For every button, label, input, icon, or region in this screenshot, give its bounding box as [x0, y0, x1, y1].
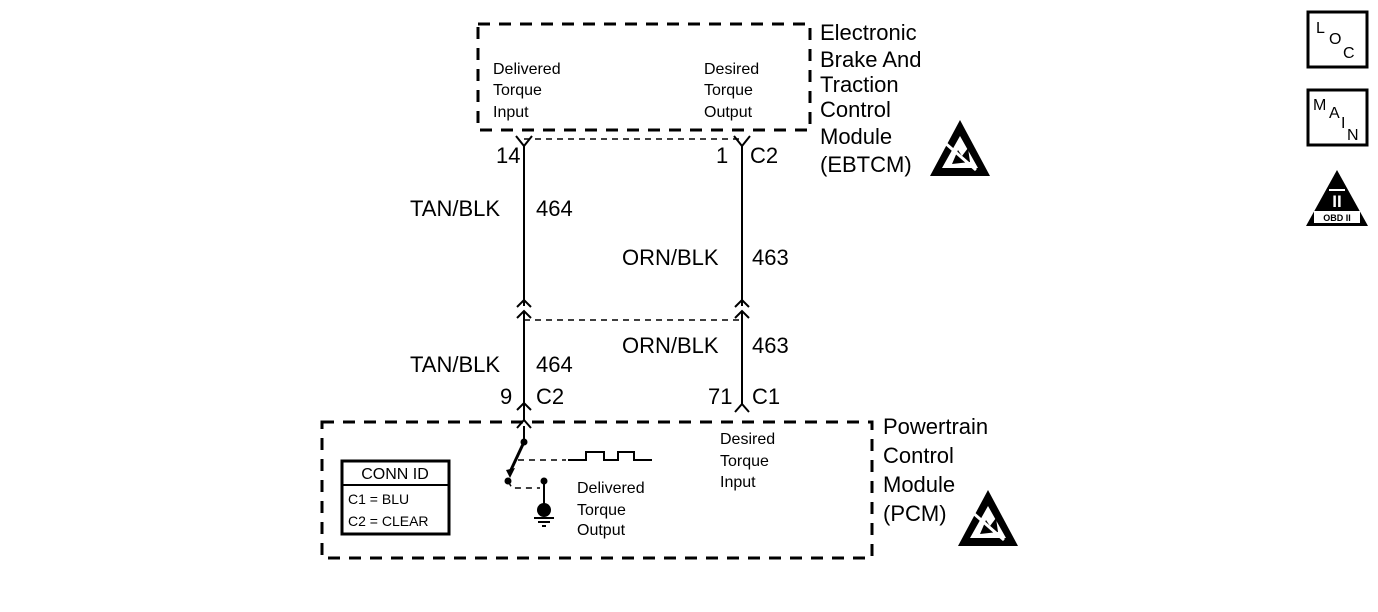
obd-ii-label: OBD II	[1323, 213, 1351, 223]
ebtcm-left-pin-label-1: Delivered	[493, 61, 561, 78]
pcm-output-label-1: Delivered	[577, 480, 645, 497]
conn-id-line-1: C1 = BLU	[348, 491, 409, 507]
ebtcm-left-pin-label-2: Torque	[493, 82, 542, 99]
ebtcm-name-line-4: Control	[820, 97, 891, 122]
ebtcm-right-pin-label-2: Torque	[704, 82, 753, 99]
pcm-pin-9: 9	[500, 384, 512, 409]
pcm-right-pin-label-1: Desired	[720, 431, 775, 448]
pcm-terminal-9	[516, 401, 532, 429]
main-letter-n: N	[1347, 127, 1359, 144]
wire-463-lower-circuit: 463	[752, 333, 789, 358]
obd-ii-icon[interactable]: II OBD II	[1306, 170, 1368, 226]
pcm-name-line-3: Module	[883, 472, 955, 497]
pcm-output-label-3: Output	[577, 522, 626, 539]
ebtcm-name-line-2: Brake And	[820, 47, 922, 72]
wire-464-lower-circuit: 464	[536, 352, 573, 377]
esd-warning-icon	[958, 490, 1018, 546]
loc-letter-l: L	[1316, 20, 1325, 37]
inline-connector-left	[516, 298, 532, 319]
pcm-pin-71-connector: C1	[752, 384, 780, 409]
pcm-pin-71: 71	[708, 384, 732, 409]
conn-id-title: CONN ID	[361, 466, 429, 483]
ebtcm-box	[476, 22, 812, 132]
switch-output	[504, 426, 566, 506]
loc-letter-c: C	[1343, 45, 1355, 62]
esd-warning-icon	[930, 120, 990, 176]
ebtcm-terminal-1	[733, 135, 751, 148]
ebtcm-name-line-6: (EBTCM)	[820, 152, 912, 177]
main-letter-i: I	[1341, 115, 1345, 132]
ebtcm-right-pin-label-1: Desired	[704, 61, 759, 78]
wire-463-upper-circuit: 463	[752, 245, 789, 270]
pcm-right-pin-label-2: Torque	[720, 453, 769, 470]
pcm-output-label-2: Torque	[577, 502, 626, 519]
pcm-box	[320, 420, 874, 560]
ebtcm-connector-label: C2	[750, 143, 778, 168]
ebtcm-name-line-1: Electronic	[820, 20, 917, 45]
main-letter-a: A	[1329, 105, 1340, 122]
main-icon[interactable]: M A I N	[1306, 88, 1369, 147]
ebtcm-name-line-3: Traction	[820, 72, 899, 97]
pcm-terminal-71	[734, 402, 750, 413]
wire-464-upper-color: TAN/BLK	[410, 196, 500, 221]
ground-icon	[534, 503, 554, 527]
inline-connector-right	[734, 298, 750, 319]
pcm-name-line-4: (PCM)	[883, 501, 947, 526]
wire-463-upper-color: ORN/BLK	[622, 245, 719, 270]
pcm-pin-9-connector: C2	[536, 384, 564, 409]
pcm-name-line-2: Control	[883, 443, 954, 468]
main-letter-m: M	[1313, 97, 1326, 114]
pcm-right-pin-label-3: Input	[720, 474, 756, 491]
wire-464-upper-circuit: 464	[536, 196, 573, 221]
loc-icon[interactable]: L O C	[1306, 10, 1369, 69]
pulse-signal-icon	[568, 451, 652, 461]
loc-letter-o: O	[1329, 31, 1341, 48]
conn-id-line-2: C2 = CLEAR	[348, 513, 429, 529]
pcm-name-line-1: Powertrain	[883, 414, 988, 439]
wire-464-lower-color: TAN/BLK	[410, 352, 500, 377]
obd-ii-symbol: II	[1332, 192, 1341, 211]
ebtcm-left-pin-label-3: Input	[493, 104, 529, 121]
ebtcm-name-line-5: Module	[820, 124, 892, 149]
conn-id-box	[340, 459, 451, 536]
ebtcm-pin-14: 14	[496, 143, 520, 168]
ebtcm-right-pin-label-3: Output	[704, 104, 753, 121]
ebtcm-pin-1: 1	[716, 143, 728, 168]
wire-463-lower-color: ORN/BLK	[622, 333, 719, 358]
